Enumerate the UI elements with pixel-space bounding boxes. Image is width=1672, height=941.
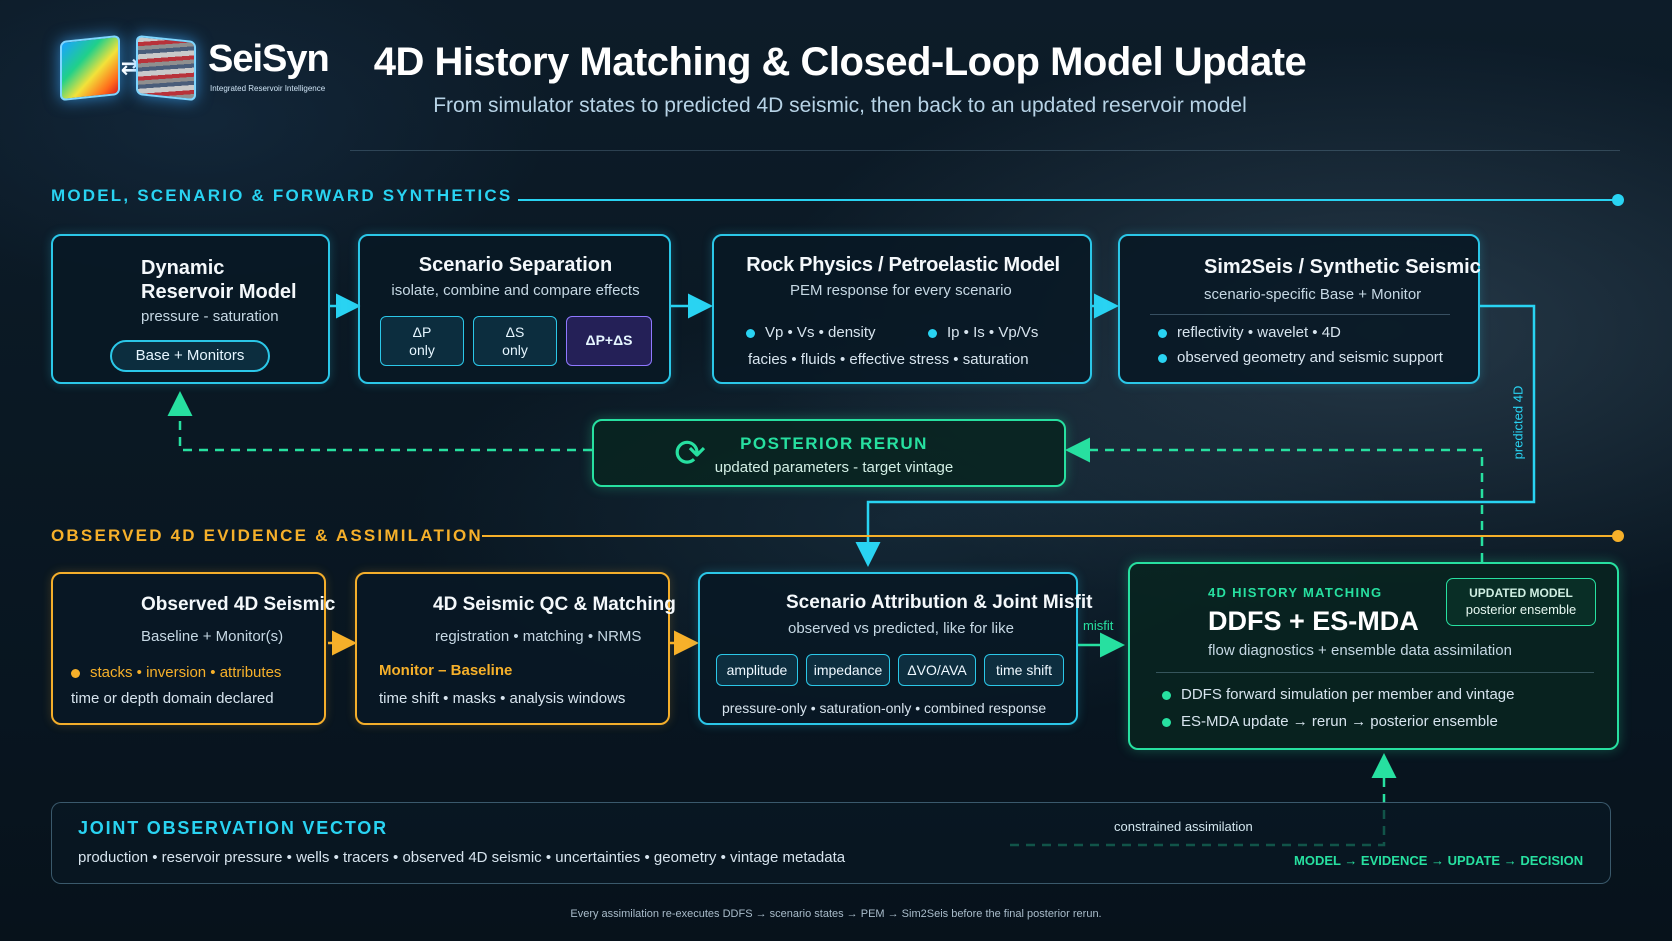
scenario-subtitle: isolate, combine and compare effects — [391, 282, 640, 299]
pem-line-impedances: Ip • Is • Vp/Vs — [928, 324, 1038, 341]
bullet-icon — [1158, 328, 1167, 338]
seismic-cube-icon — [136, 34, 196, 102]
header-divider — [350, 150, 1620, 151]
scenario-attribution-box[interactable]: Scenario Attribution & Joint Misfit obse… — [698, 572, 1092, 725]
base-monitors-pill[interactable]: Base + Monitors — [110, 340, 270, 372]
refresh-cycle-icon: ⟳ — [674, 433, 706, 475]
chip-impedance[interactable]: impedance — [806, 654, 890, 686]
chip-delta-s-bottom: only — [502, 342, 528, 358]
bullet-icon — [928, 328, 937, 338]
chip-amplitude[interactable]: amplitude — [716, 654, 798, 686]
dynamic-model-subtitle: pressure - saturation — [141, 308, 279, 325]
reservoir-cube-icon — [60, 34, 120, 102]
joint-observation-vector-box[interactable]: JOINT OBSERVATION VECTOR production • re… — [51, 802, 1611, 884]
pem-line-facies: facies • fluids • effective stress • sat… — [748, 351, 1029, 368]
chip-delta-p-only[interactable]: ΔP only — [380, 316, 464, 366]
chip-delta-p-bottom: only — [409, 342, 435, 358]
pem-subtitle: PEM response for every scenario — [790, 282, 1012, 299]
attribution-title: Scenario Attribution & Joint Misfit — [786, 592, 1093, 613]
qc-title: 4D Seismic QC & Matching — [433, 594, 676, 615]
observed-stacks-text: stacks • inversion • attributes — [90, 664, 282, 681]
ddfs-divider — [1156, 672, 1594, 673]
ddfs-esmda-box[interactable]: 4D HISTORY MATCHING DDFS + ES-MDA flow d… — [1128, 562, 1619, 750]
section-rule-model — [518, 199, 1618, 201]
page-title: 4D History Matching & Closed-Loop Model … — [373, 40, 1307, 84]
section-label-model: MODEL, SCENARIO & FORWARD SYNTHETICS — [51, 186, 513, 205]
pem-velocities-text: Vp • Vs • density — [765, 324, 876, 341]
predicted-4d-label: predicted 4D — [1510, 385, 1526, 460]
section-dot-evidence — [1612, 530, 1624, 542]
ddfs-line-update: ES-MDA update → rerun → posterior ensemb… — [1162, 713, 1498, 730]
seisyn-logo: ⇄ SeiSyn Integrated Reservoir Intelligen… — [58, 34, 358, 110]
observed-title: Observed 4D Seismic — [141, 594, 336, 615]
attribution-line-response: pressure-only • saturation-only • combin… — [722, 700, 1047, 716]
posterior-title: POSTERIOR RERUN — [740, 434, 928, 453]
scenario-separation-box[interactable]: Scenario Separation isolate, combine and… — [358, 234, 671, 384]
pem-title: Rock Physics / Petroelastic Model — [746, 254, 1060, 276]
sim2seis-subtitle: scenario-specific Base + Monitor — [1204, 286, 1422, 303]
ddfs-subtitle: flow diagnostics + ensemble data assimil… — [1208, 642, 1512, 659]
bullet-icon — [1158, 353, 1167, 363]
chip-time-shift[interactable]: time shift — [984, 654, 1064, 686]
observed-line-domain: time or depth domain declared — [71, 690, 274, 707]
arrow-posterior-to-model — [167, 391, 592, 452]
chip-delta-p-top: ΔP — [412, 324, 432, 340]
posterior-rerun-box[interactable]: ⟳ POSTERIOR RERUN updated parameters - t… — [592, 419, 1066, 487]
bullet-icon — [746, 328, 755, 338]
section-dot-model — [1612, 194, 1624, 206]
sim2seis-geometry-text: observed geometry and seismic support — [1177, 349, 1443, 366]
sim2seis-reflectivity-text: reflectivity • wavelet • 4D — [1177, 324, 1341, 341]
observed-4d-seismic-box[interactable]: Observed 4D Seismic Baseline + Monitor(s… — [51, 572, 335, 725]
sim2seis-line-geometry: observed geometry and seismic support — [1158, 349, 1443, 366]
ddfs-title: DDFS + ES-MDA — [1208, 606, 1419, 636]
rock-physics-box[interactable]: Rock Physics / Petroelastic Model PEM re… — [712, 234, 1092, 384]
chip-delta-s-only[interactable]: ΔS only — [473, 316, 557, 366]
brand-name: SeiSyn — [208, 38, 330, 80]
pem-impedances-text: Ip • Is • Vp/Vs — [947, 324, 1039, 341]
qc-monitor-baseline: Monitor – Baseline — [379, 662, 513, 679]
bullet-icon — [1162, 690, 1171, 700]
constrained-assimilation-label: constrained assimilation — [1114, 819, 1253, 834]
joint-observation-list: production • reservoir pressure • wells … — [78, 849, 846, 866]
observed-subtitle: Baseline + Monitor(s) — [141, 628, 284, 645]
footer-note: Every assimilation re-executes DDFS → sc… — [570, 908, 1102, 920]
bullet-icon — [1162, 717, 1171, 727]
misfit-label: misfit — [1083, 618, 1114, 633]
dynamic-model-title: Dynamic Reservoir Model — [141, 257, 297, 303]
dynamic-reservoir-model-box[interactable]: Dynamic Reservoir Model pressure - satur… — [51, 234, 330, 384]
chip-delta-s-top: ΔS — [505, 324, 525, 340]
badge-title: UPDATED MODEL — [1469, 586, 1573, 600]
observed-line-stacks: stacks • inversion • attributes — [71, 664, 281, 681]
chip-delta-p-plus-s[interactable]: ΔP+ΔS — [566, 316, 652, 366]
section-label-evidence: OBSERVED 4D EVIDENCE & ASSIMILATION — [51, 526, 483, 545]
posterior-subtitle: updated parameters - target vintage — [714, 459, 954, 476]
decision-flow-label: MODEL → EVIDENCE → UPDATE → DECISION — [1294, 853, 1584, 868]
badge-subtitle: posterior ensemble — [1465, 602, 1577, 617]
arrow-ddfs-to-posterior — [1065, 437, 1484, 562]
sim2seis-line-reflectivity: reflectivity • wavelet • 4D — [1158, 324, 1341, 341]
page-subtitle: From simulator states to predicted 4D se… — [433, 94, 1247, 117]
chip-dvo-ava[interactable]: ΔVO/AVA — [898, 654, 976, 686]
ddfs-kicker: 4D HISTORY MATCHING — [1208, 585, 1383, 600]
swap-arrows-icon: ⇄ — [120, 54, 140, 79]
section-rule-evidence — [482, 535, 1618, 537]
bullet-icon — [71, 668, 80, 678]
sim2seis-box[interactable]: Sim2Seis / Synthetic Seismic scenario-sp… — [1118, 234, 1481, 384]
seismic-qc-box[interactable]: 4D Seismic QC & Matching registration • … — [355, 572, 676, 725]
ddfs-line-forward: DDFS forward simulation per member and v… — [1162, 686, 1514, 703]
sim2seis-title: Sim2Seis / Synthetic Seismic — [1204, 256, 1481, 278]
predicted-4d-label-wrap: predicted 4D — [1508, 380, 1528, 470]
attribution-subtitle: observed vs predicted, like for like — [788, 620, 1014, 637]
qc-line-timeshift: time shift • masks • analysis windows — [379, 690, 626, 707]
sim2seis-divider — [1150, 314, 1450, 315]
ddfs-forward-text: DDFS forward simulation per member and v… — [1181, 686, 1515, 703]
ddfs-update-text: ES-MDA update → rerun → posterior ensemb… — [1181, 713, 1498, 730]
pem-line-velocities: Vp • Vs • density — [746, 324, 876, 341]
joint-title: JOINT OBSERVATION VECTOR — [78, 818, 388, 838]
updated-model-badge[interactable]: UPDATED MODEL posterior ensemble — [1446, 578, 1596, 626]
scenario-title: Scenario Separation — [418, 254, 613, 276]
qc-subtitle: registration • matching • NRMS — [435, 628, 642, 645]
brand-tagline: Integrated Reservoir Intelligence — [210, 84, 326, 93]
